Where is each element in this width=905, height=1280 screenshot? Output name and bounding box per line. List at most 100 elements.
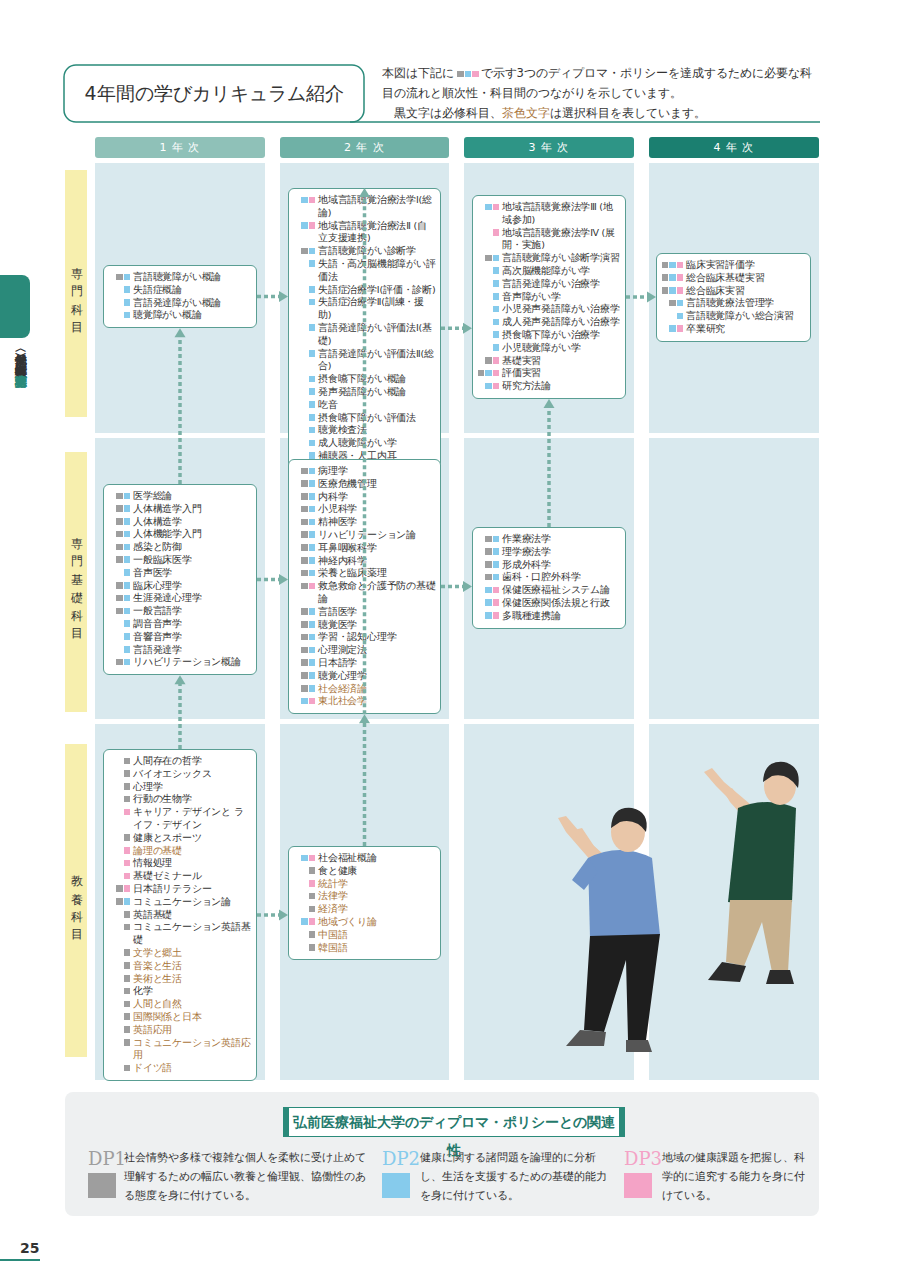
legend-swatch (624, 1173, 652, 1198)
dp-square (301, 557, 308, 564)
course-name: 多職種連携論 (502, 610, 621, 623)
course-name: 統計学 (318, 878, 436, 891)
course-name: 地域言語聴覚療法学Ⅲ (地域参加) (502, 201, 621, 227)
course-name: 音声障がい学 (502, 291, 621, 304)
course-row: 化学 (107, 985, 252, 998)
course-row: 失語症概論 (107, 284, 252, 297)
course-row: 一般臨床医学 (107, 554, 252, 567)
dp-square (301, 855, 308, 862)
course-name: 臨床心理学 (133, 580, 252, 593)
course-name: 総合臨床基礎実習 (686, 272, 806, 285)
course-row: 言語発達障がい評価法Ⅰ(基礎) (292, 322, 436, 348)
dp-square (309, 376, 316, 383)
course-name: 情報処理 (133, 857, 252, 870)
dp-square (301, 506, 308, 513)
dp-label: DP2 (382, 1148, 420, 1169)
course-name: キャリア・デザインと ライフ・デザイン (133, 806, 252, 832)
course-name: 言語聴覚障がい概論 (133, 271, 252, 284)
course-row: 地域言語聴覚治療法Ⅱ (自立支援連携) (292, 220, 436, 246)
arrow-head (359, 714, 370, 723)
dp-square (124, 312, 131, 319)
course-name: 摂食嚥下障がい治療学 (502, 329, 621, 342)
course-row: リハビリテーション論 (292, 529, 436, 542)
dp-marker (476, 303, 502, 316)
dp-square (124, 556, 131, 563)
dp-square (677, 300, 684, 307)
dp-square (124, 286, 131, 293)
course-name: 医学総論 (133, 490, 252, 503)
dp-marker (107, 631, 133, 644)
dp-marker (292, 542, 318, 555)
dp-square (493, 370, 500, 377)
course-name: 言語発達障がい評価法Ⅱ(総合) (318, 348, 436, 374)
course-row: 地域言語聴覚療法学Ⅳ (展開・実施) (476, 227, 621, 253)
heading-text: 弘前医療福祉大学のディプロマ・ポリシーとの関連性 (293, 1114, 615, 1158)
dp-marker (107, 605, 133, 618)
flow-arrow (441, 581, 472, 592)
course-name: 失語症治療学Ⅱ(訓練・援助) (318, 296, 436, 322)
dp-square (493, 255, 500, 262)
dp-marker (476, 610, 502, 623)
title-area: 4年間の学びカリキュラム紹介 (64, 65, 364, 122)
dp-marker (292, 695, 318, 708)
dp-marker (107, 503, 133, 516)
dp-square (124, 608, 131, 615)
dotted-connector (441, 585, 464, 589)
dp-square (485, 548, 492, 555)
course-row: 健康とスポーツ (107, 832, 252, 845)
flow-arrow (626, 291, 656, 302)
course-name: 内科学 (318, 491, 436, 504)
dp-square (116, 518, 123, 525)
dp-marker (107, 998, 133, 1011)
course-box: 社会福祉概論食と健康統計学法律学経済学地域づくり論中国語韓国語 (288, 846, 441, 960)
course-row: 基礎ゼミナール (107, 870, 252, 883)
course-row: 失語症治療学Ⅰ(評価・診断) (292, 284, 436, 297)
dotted-connector (257, 295, 280, 299)
dp-square (116, 505, 123, 512)
dp-marker (107, 516, 133, 529)
course-name: 保健医療福祉システム論 (502, 584, 621, 597)
dp-marker (292, 373, 318, 386)
dp-square (493, 331, 500, 338)
dp-marker (476, 265, 502, 278)
course-row: 言語発達学 (107, 644, 252, 657)
course-row: 韓国語 (292, 942, 436, 955)
course-row: 耳鼻咽喉科学 (292, 542, 436, 555)
dp-marker (476, 278, 502, 291)
course-name: 美術と生活 (133, 973, 252, 986)
dp-marker (107, 832, 133, 845)
dp-marker (292, 491, 318, 504)
course-row: 成人発声発語障がい治療学 (476, 316, 621, 329)
course-row: 生涯発達心理学 (107, 592, 252, 605)
dp-square (493, 319, 500, 326)
course-name: 発声発語障がい概論 (318, 386, 436, 399)
dp-square (485, 536, 492, 543)
course-name: 成人発声発語障がい治療学 (502, 316, 621, 329)
course-row: 言語聴覚障がい総合演習 (660, 310, 806, 323)
page-title: 4年間の学びカリキュラム紹介 (84, 81, 343, 107)
dotted-connector (441, 327, 464, 331)
dp-square (309, 414, 316, 421)
dp-square (116, 595, 123, 602)
dp-square (493, 280, 500, 287)
category-band: 教養科目 (65, 744, 87, 1057)
dp-square (485, 383, 492, 390)
course-row: 言語発達障がい概論 (107, 297, 252, 310)
dp-marker (476, 342, 502, 355)
dp-marker (292, 516, 318, 529)
dp-marker (292, 916, 318, 929)
dp-square (124, 1065, 131, 1072)
dp-square (301, 519, 308, 526)
dp-square (124, 493, 131, 500)
dp-marker (107, 973, 133, 986)
dp-square (124, 975, 131, 982)
course-row: 総合臨床基礎実習 (660, 272, 806, 285)
course-box: 地域言語聴覚療法学Ⅲ (地域参加)地域言語聴覚療法学Ⅳ (展開・実施)言語聴覚障… (472, 195, 626, 399)
dp-square (309, 672, 316, 679)
dp-square (485, 612, 492, 619)
course-row: 臨床実習評価学 (660, 259, 806, 272)
course-name: 社会福祉概論 (318, 852, 436, 865)
dp-square (301, 918, 308, 925)
arrow-head (647, 291, 656, 302)
dp-square (677, 287, 684, 294)
